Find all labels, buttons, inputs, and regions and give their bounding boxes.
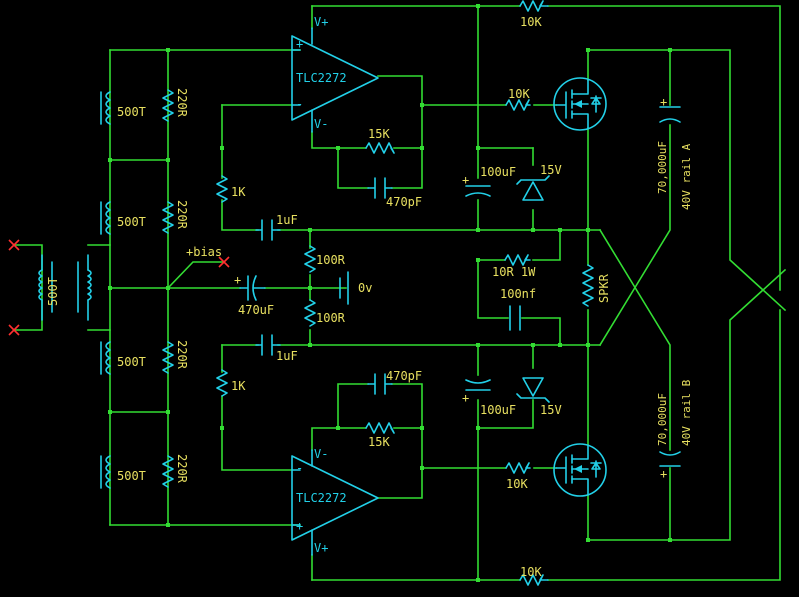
snubber-resistor-symbol	[504, 254, 531, 266]
input-transformer-symbol	[38, 254, 92, 321]
rail-b-cap-label: 70,000uF	[656, 393, 669, 446]
coil-symbols	[100, 91, 111, 489]
bottom-supply-cap-label: 100uF	[480, 403, 516, 417]
bottom-opamp-plus-input: +	[296, 519, 303, 533]
rail-capacitor-symbols	[659, 106, 681, 467]
rail-a-label: 40V rail A	[680, 143, 693, 210]
top-gate-resistor-label: 10K	[508, 87, 530, 101]
top-opamp-label: TLC2272	[296, 71, 347, 85]
bottom-mosfet-symbol	[553, 443, 607, 497]
ladder-resistor-3-label: 220R	[175, 340, 189, 370]
bottom-coupling-capacitor-label: 1uF	[276, 349, 298, 363]
input-resistor-symbols	[216, 175, 228, 397]
feedback-capacitor-symbols	[367, 177, 393, 395]
coil-4-label: 500T	[117, 469, 146, 483]
coupling-capacitor-symbols	[255, 219, 281, 356]
top-feedback-resistor-label: 10K	[520, 15, 542, 29]
coil-3-label: 500T	[117, 355, 146, 369]
rail-a-cap-label: 70,000uF	[656, 141, 669, 194]
top-opamp-symbol	[291, 27, 379, 133]
rail-b-cap-plus: +	[660, 467, 667, 481]
rail-a-cap-plus: +	[660, 95, 667, 109]
divider-top-label: 100R	[316, 253, 346, 267]
center-cap-plus: +	[234, 273, 241, 287]
top-input-resistor-label: 1K	[231, 185, 246, 199]
divider-bottom-label: 100R	[316, 311, 346, 325]
junctions	[108, 4, 672, 582]
top-opamp-vplus-pin: V+	[314, 15, 328, 29]
top-supply-cap-plus: +	[462, 173, 469, 187]
coil-1-label: 500T	[117, 105, 146, 119]
labels: 10K 10K 10K 10K 500T 500T 500T 500T 220R…	[46, 15, 693, 579]
bottom-opamp-vplus-pin: V+	[314, 541, 328, 555]
snubber-resistor-label: 10R 1W	[492, 265, 536, 279]
wires	[13, 5, 787, 581]
center-capacitor-symbol	[239, 275, 266, 301]
bottom-feedback-cap-label: 470pF	[386, 369, 422, 383]
snubber-capacitor-symbol	[509, 305, 521, 331]
bottom-input-resistor-label: 1K	[231, 379, 246, 393]
ladder-resistor-2-label: 220R	[175, 200, 189, 230]
divider-resistor-symbols	[304, 245, 316, 327]
bottom-opamp-label: TLC2272	[296, 491, 347, 505]
bottom-opamp-symbol	[291, 449, 379, 556]
top-coupling-capacitor-label: 1uF	[276, 213, 298, 227]
input-terminals	[8, 239, 20, 336]
top-opamp-plus-input: +	[296, 37, 303, 51]
zener-diode-symbols	[516, 175, 550, 403]
bottom-opamp-vminus-pin: V-	[314, 447, 328, 461]
top-supply-cap-label: 100uF	[480, 165, 516, 179]
rail-b-label: 40V rail B	[680, 379, 693, 446]
top-feedback-cap-label: 470pF	[386, 195, 422, 209]
bias-label: +bias	[186, 245, 222, 259]
ladder-resistor-1-label: 220R	[175, 88, 189, 118]
center-capacitor-label: 470uF	[238, 303, 274, 317]
top-feedback-15k-label: 15K	[368, 127, 390, 141]
bottom-feedback-resistor-label: 10K	[520, 565, 542, 579]
ground-cell-symbol	[339, 271, 349, 305]
bottom-feedback-15k-label: 15K	[368, 435, 390, 449]
input-transformer-label: 500T	[46, 277, 60, 306]
ladder-resistor-symbols	[162, 89, 174, 488]
bottom-zener-label: 15V	[540, 403, 562, 417]
gate-resistor-symbols	[505, 0, 549, 586]
supply-capacitor-symbols	[465, 185, 491, 391]
feedback-resistor-symbols	[365, 142, 395, 434]
top-opamp-minus-input: -	[296, 97, 303, 111]
ground-label: 0v	[358, 281, 372, 295]
bottom-supply-cap-plus: +	[462, 391, 469, 405]
ladder-resistor-4-label: 220R	[175, 454, 189, 484]
bottom-gate-resistor-label: 10K	[506, 477, 528, 491]
bias-terminal	[218, 256, 230, 268]
top-opamp-vminus-pin: V-	[314, 117, 328, 131]
bottom-opamp-minus-input: -	[296, 461, 303, 475]
top-zener-label: 15V	[540, 163, 562, 177]
snubber-capacitor-label: 100nf	[500, 287, 536, 301]
speaker-label: SPKR	[597, 273, 611, 303]
speaker-symbol	[582, 264, 594, 307]
coil-2-label: 500T	[117, 215, 146, 229]
top-mosfet-symbol	[553, 77, 607, 131]
